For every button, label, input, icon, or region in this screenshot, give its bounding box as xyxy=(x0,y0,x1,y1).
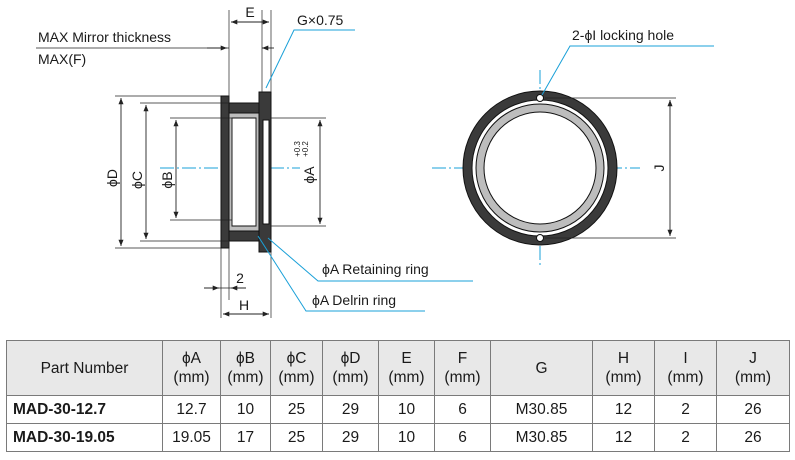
e-label: E xyxy=(245,4,254,20)
table-cell: M30.85 xyxy=(490,395,593,424)
body-bottom xyxy=(228,230,260,242)
g-thread-label: G×0.75 xyxy=(297,12,344,28)
h-label: H xyxy=(239,297,249,313)
table-cell: 26 xyxy=(716,395,790,424)
header-phi-d: ϕD(mm) xyxy=(322,340,379,396)
body-top xyxy=(228,102,260,114)
inner-aperture xyxy=(483,111,597,225)
table-row: MAD-30-19.05 19.05 17 25 29 10 6 M30.85 … xyxy=(6,423,790,452)
retaining-ring-label: ϕA Retaining ring xyxy=(322,261,429,277)
table-cell: 12 xyxy=(592,423,655,452)
technical-drawing: ϕD ϕC ϕB ϕA +0.3 +0.2 E MAX Mirror thick… xyxy=(36,4,714,318)
max-mirror-label: MAX Mirror thickness xyxy=(38,29,171,45)
locking-hole-top xyxy=(536,94,544,102)
max-f-label: MAX(F) xyxy=(38,51,86,67)
header-phi-b: ϕB(mm) xyxy=(220,340,271,396)
table-cell: 6 xyxy=(434,423,491,452)
table-cell: 17 xyxy=(220,423,271,452)
phi-a-tol-lower: +0.2 xyxy=(301,141,310,157)
locking-hole-bottom xyxy=(536,234,544,242)
front-view xyxy=(432,70,640,268)
header-phi-a: ϕA(mm) xyxy=(162,340,221,396)
table-cell: 10 xyxy=(378,395,435,424)
two-label: 2 xyxy=(236,270,244,286)
table-cell: 25 xyxy=(270,423,323,452)
table-cell: 2 xyxy=(654,423,717,452)
delrin-ring-leader xyxy=(257,235,425,312)
part-number-cell: MAD-30-19.05 xyxy=(6,423,163,452)
table-cell: 12 xyxy=(592,395,655,424)
header-phi-c: ϕC(mm) xyxy=(270,340,323,396)
thread-inner xyxy=(262,119,270,225)
phi-c-label: ϕC xyxy=(129,171,145,189)
bore xyxy=(231,117,257,227)
part-number-cell: MAD-30-12.7 xyxy=(6,395,163,424)
table-cell: 2 xyxy=(654,395,717,424)
table-cell: 29 xyxy=(322,395,379,424)
table-row: MAD-30-12.7 12.7 10 25 29 10 6 M30.85 12… xyxy=(6,395,790,424)
g-leader xyxy=(265,29,355,89)
header-h: H(mm) xyxy=(592,340,655,396)
header-i: I(mm) xyxy=(654,340,717,396)
phi-d-label: ϕD xyxy=(104,169,120,187)
phi-a-tol-upper: +0.3 xyxy=(293,141,302,157)
table-cell: M30.85 xyxy=(490,423,593,452)
table-cell: 26 xyxy=(716,423,790,452)
locking-hole-leader xyxy=(541,45,714,96)
table-cell: 10 xyxy=(220,395,271,424)
side-view xyxy=(160,91,300,253)
header-part-number: Part Number xyxy=(6,340,163,396)
table-cell: 6 xyxy=(434,395,491,424)
table-header-row: Part Number ϕA(mm) ϕB(mm) ϕC(mm) ϕD(mm) … xyxy=(6,340,790,396)
table-cell: 10 xyxy=(378,423,435,452)
j-label: J xyxy=(651,165,667,172)
phi-a-tol-label: ϕA xyxy=(301,166,317,184)
spec-table: Part Number ϕA(mm) ϕB(mm) ϕC(mm) ϕD(mm) … xyxy=(6,340,790,452)
table-cell: 25 xyxy=(270,395,323,424)
delrin-ring-label: ϕA Delrin ring xyxy=(312,292,396,308)
header-f: F(mm) xyxy=(434,340,491,396)
locking-hole-label: 2-ϕI locking hole xyxy=(572,27,674,43)
header-e: E(mm) xyxy=(378,340,435,396)
header-g: G xyxy=(490,340,593,396)
table-cell: 29 xyxy=(322,423,379,452)
table-cell: 19.05 xyxy=(162,423,221,452)
table-cell: 12.7 xyxy=(162,395,221,424)
phi-b-label: ϕB xyxy=(159,171,175,188)
retaining-ring-leader xyxy=(267,237,473,282)
front-lip xyxy=(220,95,230,249)
header-j: J(mm) xyxy=(716,340,790,396)
